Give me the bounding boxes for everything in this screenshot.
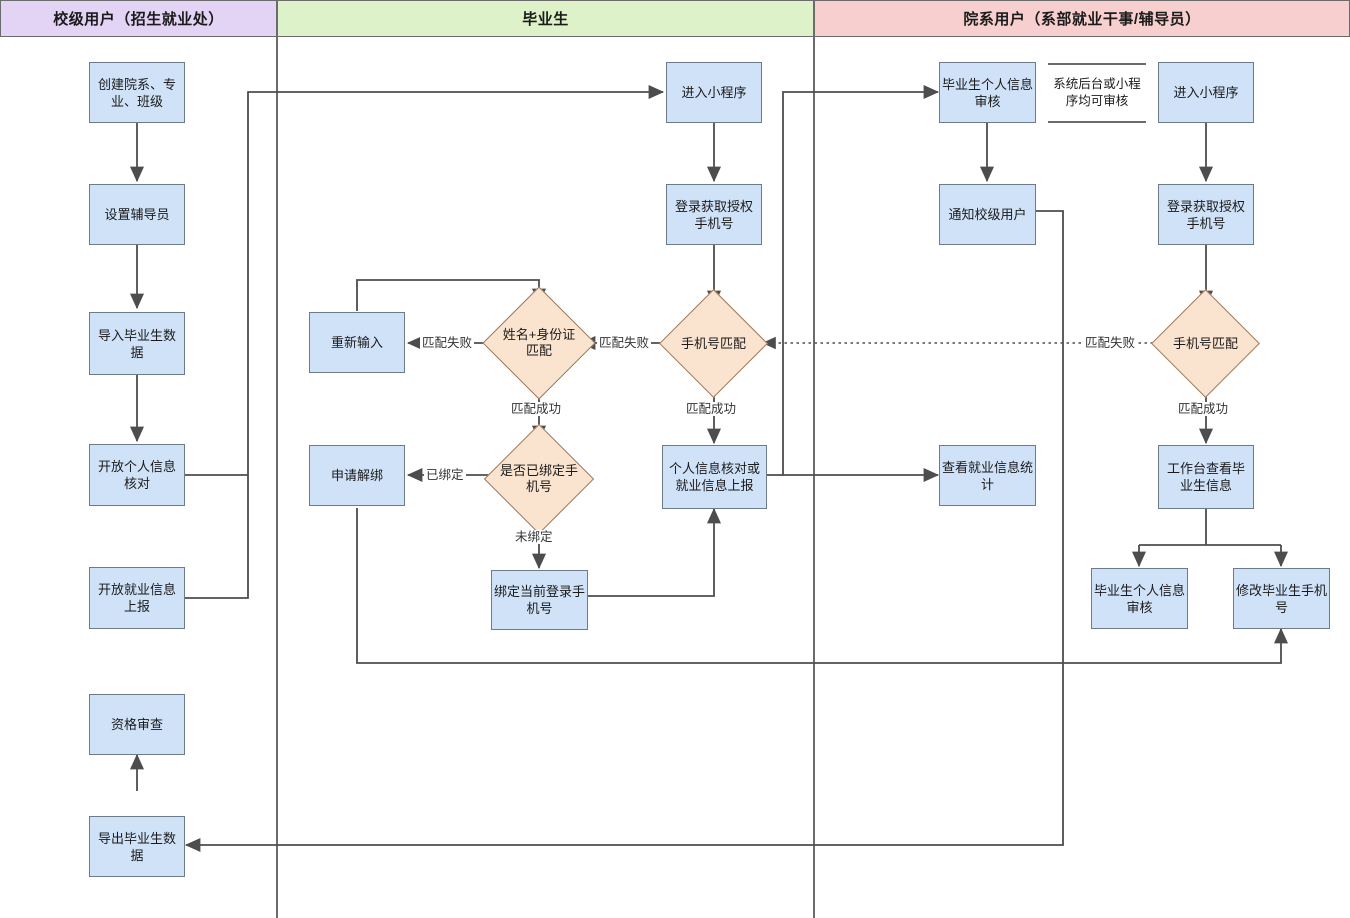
node-login-authorize-phone-department-label: 登录获取授权手机号 — [1166, 198, 1245, 231]
edge-label-bound: 已绑定 — [424, 468, 466, 482]
node-qualification-label: 资格审查 — [110, 717, 163, 732]
node-open-employment-label: 开放就业信息上报 — [97, 582, 176, 614]
node-qualification[interactable]: 资格审查 — [89, 694, 185, 755]
node-login-authorize-phone-department[interactable]: 登录获取授权手机号 — [1158, 184, 1254, 245]
node-apply-unbind[interactable]: 申请解绑 — [309, 445, 405, 506]
node-is-phone-bound-label: 是否已绑定手机号 — [500, 463, 579, 494]
node-view-employment-stats[interactable]: 查看就业信息统计 — [939, 445, 1036, 506]
edge-label-match-ok-2: 匹配成功 — [684, 402, 739, 416]
node-create-org-label: 创建院系、专业、班级 — [97, 76, 176, 109]
node-phone-match-graduate-label: 手机号匹配 — [680, 335, 746, 351]
node-personal-check-or-report[interactable]: 个人信息核对或就业信息上报 — [662, 445, 767, 509]
node-view-employment-stats-label: 查看就业信息统计 — [942, 459, 1034, 492]
edge-label-match-fail-3-text: 匹配失败 — [1085, 336, 1136, 350]
note-audit-channel-label: 系统后台或小程序均可审核 — [1053, 77, 1141, 108]
node-open-employment[interactable]: 开放就业信息上报 — [89, 567, 185, 629]
node-reinput[interactable]: 重新输入 — [309, 312, 405, 373]
edge-label-match-fail-2-text: 匹配失败 — [599, 336, 650, 350]
edge-label-match-fail-2: 匹配失败 — [597, 336, 652, 350]
node-personal-check-or-report-label: 个人信息核对或就业信息上报 — [668, 461, 760, 493]
node-workbench-view-graduates-label: 工作台查看毕业生信息 — [1166, 461, 1245, 493]
note-audit-channel: 系统后台或小程序均可审核 — [1048, 63, 1146, 123]
node-phone-match-graduate[interactable]: 手机号匹配 — [659, 289, 768, 398]
node-workbench-view-graduates[interactable]: 工作台查看毕业生信息 — [1158, 445, 1254, 509]
node-bind-current-phone-label: 绑定当前登录手机号 — [494, 584, 586, 616]
edge-label-match-ok-3-text: 匹配成功 — [1178, 402, 1229, 416]
node-enter-mini-program-graduate[interactable]: 进入小程序 — [666, 62, 762, 123]
node-enter-mini-program-department-label: 进入小程序 — [1173, 85, 1239, 100]
edge-label-match-fail-3: 匹配失败 — [1083, 336, 1138, 350]
node-notify-school-user[interactable]: 通知校级用户 — [939, 184, 1036, 245]
edge-label-unbound: 未绑定 — [513, 530, 555, 544]
lane-body-school — [0, 37, 277, 918]
node-enter-mini-program-graduate-label: 进入小程序 — [681, 85, 747, 100]
node-export-data-label: 导出毕业生数据 — [97, 830, 176, 863]
edge-label-match-fail-1-text: 匹配失败 — [422, 336, 473, 350]
edge-label-bound-text: 已绑定 — [426, 468, 464, 482]
edge-label-match-ok-2-text: 匹配成功 — [686, 402, 737, 416]
node-modify-graduate-phone[interactable]: 修改毕业生手机号 — [1233, 568, 1330, 629]
node-apply-unbind-label: 申请解绑 — [330, 468, 383, 483]
node-login-authorize-phone-graduate-label: 登录获取授权手机号 — [674, 198, 753, 231]
node-set-counselor-label: 设置辅导员 — [104, 207, 170, 222]
lane-body-graduate — [277, 37, 814, 918]
edge-label-match-ok-1: 匹配成功 — [509, 402, 564, 416]
node-enter-mini-program-department[interactable]: 进入小程序 — [1158, 62, 1254, 123]
edge-label-match-ok-1-text: 匹配成功 — [511, 402, 562, 416]
lane-header-department-label: 院系用户（系部就业干事/辅导员） — [963, 11, 1201, 28]
node-export-data[interactable]: 导出毕业生数据 — [89, 816, 185, 877]
node-graduate-info-audit-label: 毕业生个人信息审核 — [942, 76, 1034, 109]
node-graduate-info-audit[interactable]: 毕业生个人信息审核 — [939, 62, 1036, 123]
node-import-data-label: 导入毕业生数据 — [97, 327, 176, 360]
node-login-authorize-phone-graduate[interactable]: 登录获取授权手机号 — [666, 184, 762, 245]
lane-header-graduate-label: 毕业生 — [522, 11, 569, 28]
lane-body-department — [814, 37, 1350, 918]
node-import-data[interactable]: 导入毕业生数据 — [89, 312, 185, 375]
lane-header-department: 院系用户（系部就业干事/辅导员） — [814, 0, 1350, 37]
node-open-personal-label: 开放个人信息核对 — [97, 459, 176, 491]
node-create-org[interactable]: 创建院系、专业、班级 — [89, 62, 185, 123]
node-phone-match-department-label: 手机号匹配 — [1172, 335, 1238, 351]
node-name-id-match[interactable]: 姓名+身份证匹配 — [482, 286, 596, 400]
node-phone-match-department[interactable]: 手机号匹配 — [1151, 289, 1260, 398]
node-is-phone-bound[interactable]: 是否已绑定手机号 — [483, 423, 595, 535]
lane-header-school-label: 校级用户（招生就业处） — [53, 11, 224, 28]
node-notify-school-user-label: 通知校级用户 — [948, 207, 1027, 222]
node-bind-current-phone[interactable]: 绑定当前登录手机号 — [491, 570, 588, 630]
lane-header-school: 校级用户（招生就业处） — [0, 0, 277, 37]
node-set-counselor[interactable]: 设置辅导员 — [89, 184, 185, 245]
node-modify-graduate-phone-label: 修改毕业生手机号 — [1236, 582, 1328, 615]
edge-label-match-fail-1: 匹配失败 — [420, 336, 475, 350]
node-reinput-label: 重新输入 — [330, 335, 383, 350]
node-graduate-info-audit-2[interactable]: 毕业生个人信息审核 — [1091, 568, 1188, 629]
node-name-id-match-label: 姓名+身份证匹配 — [502, 327, 576, 358]
node-graduate-info-audit-2-label: 毕业生个人信息审核 — [1094, 582, 1186, 615]
edge-label-match-ok-3: 匹配成功 — [1176, 402, 1231, 416]
node-open-personal[interactable]: 开放个人信息核对 — [89, 444, 185, 506]
edge-label-unbound-text: 未绑定 — [515, 530, 553, 544]
lane-header-graduate: 毕业生 — [277, 0, 814, 37]
